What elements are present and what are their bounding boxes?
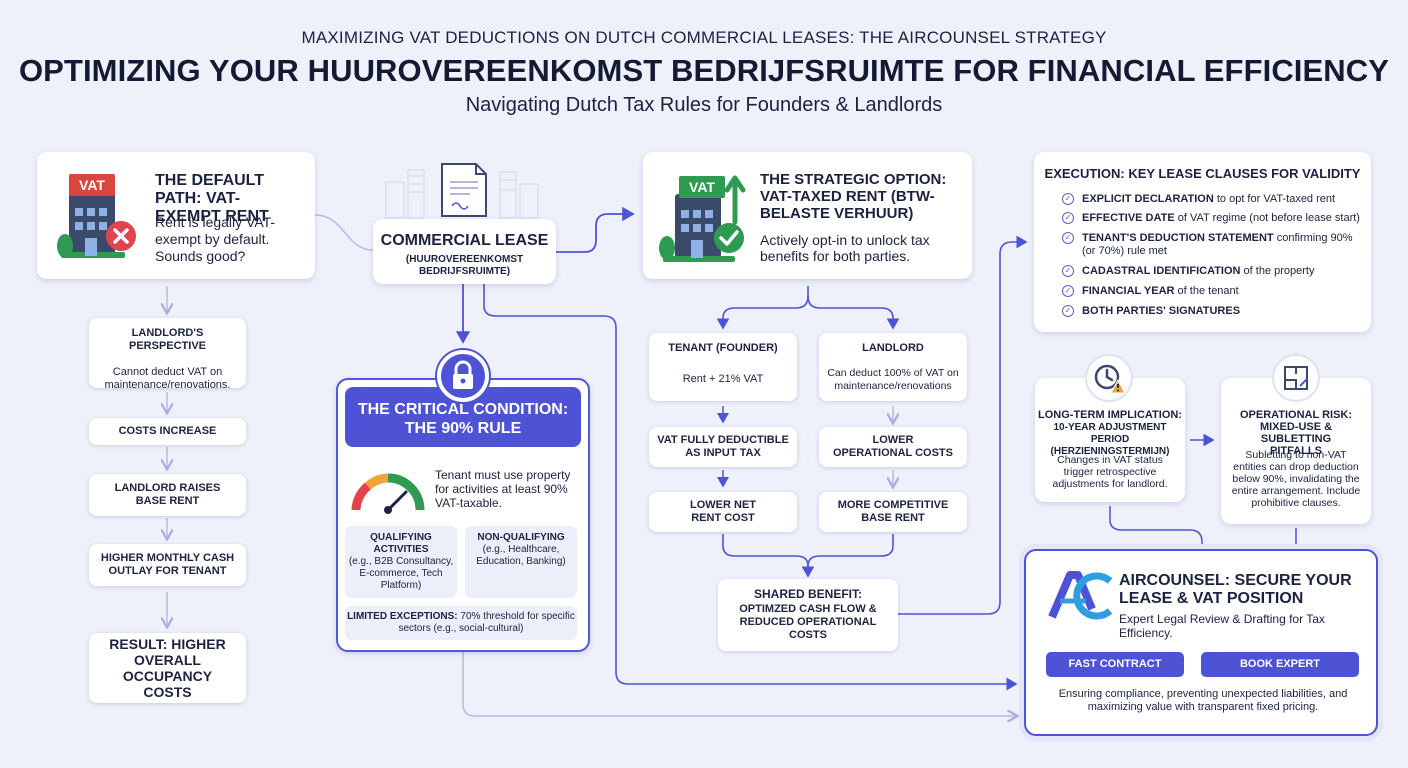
check-circle-icon: ✓	[1062, 212, 1074, 224]
strategic-option-description: Actively opt-in to unlock tax benefits f…	[760, 232, 930, 264]
page-subtitle: Navigating Dutch Tax Rules for Founders …	[465, 94, 943, 116]
commercial-lease-card: COMMERCIAL LEASE (HUUROVEREENKOMST BEDRI…	[373, 219, 556, 284]
aircounsel-card: AIRCOUNSEL: SECURE YOUR LEASE & VAT POSI…	[1024, 549, 1378, 736]
operational-risk-card: OPERATIONAL RISK: MIXED-USE & SUBLETTING…	[1221, 378, 1371, 524]
exceptions-label: LIMITED EXCEPTIONS:	[347, 611, 458, 622]
landlord-raises-rent-box: LANDLORD RAISES BASE RENT	[89, 474, 246, 516]
critical-condition-title: THE CRITICAL CONDITION: THE 90% RULE	[345, 387, 581, 447]
commercial-lease-title: COMMERCIAL LEASE	[380, 232, 549, 249]
higher-cash-outlay-label: HIGHER MONTHLY CASH OUTLAY FOR TENANT	[100, 552, 235, 577]
tenant-box: TENANT (FOUNDER) Rent + 21% VAT	[649, 333, 797, 401]
costs-increase-label: COSTS INCREASE	[118, 425, 217, 437]
tenant-text: Rent + 21% VAT	[682, 373, 764, 385]
check-circle-icon: ✓	[1062, 265, 1074, 277]
strategic-option-card: VAT THE STRATEGIC OPTION: VAT-TAXED RENT…	[643, 152, 972, 279]
competitive-base-rent-label: MORE COMPETITIVE BASE RENT	[837, 499, 949, 524]
default-path-description: Rent is legally VAT-exempt by default. S…	[155, 214, 276, 264]
default-path-title: THE DEFAULT PATH: VAT-EXEMPT RENT	[155, 172, 269, 225]
higher-cash-outlay-box: HIGHER MONTHLY CASH OUTLAY FOR TENANT	[89, 544, 246, 586]
non-qualifying-label: NON-QUALIFYING	[477, 532, 565, 543]
tenant-title: TENANT (FOUNDER)	[668, 342, 778, 354]
strategic-option-title: THE STRATEGIC OPTION: VAT-TAXED RENT (BT…	[760, 171, 947, 222]
costs-increase-box: COSTS INCREASE	[89, 418, 246, 445]
landlord-box: LANDLORD Can deduct 100% of VAT on maint…	[819, 333, 967, 401]
aircounsel-logo	[1048, 571, 1113, 620]
default-path-card: VAT THE DEFAULT PATH: VAT-EXEMPT RENT Re…	[37, 152, 315, 279]
lower-operational-costs-box: LOWER OPERATIONAL COSTS	[819, 427, 967, 467]
lower-net-rent-label: LOWER NET RENT COST	[690, 499, 756, 524]
implication-subtitle: 10-YEAR ADJUSTMENT PERIOD (HERZIENINGSTE…	[1050, 422, 1170, 457]
gauge-icon	[351, 473, 425, 514]
critical-condition-card: THE CRITICAL CONDITION: THE 90% RULE Ten…	[336, 378, 590, 652]
clock-warning-icon	[1085, 354, 1133, 402]
implication-title: LONG-TERM IMPLICATION:	[1038, 409, 1182, 421]
result-label: RESULT: HIGHER OVERALL OCCUPANCY COSTS	[109, 636, 226, 700]
check-circle-icon: ✓	[1062, 285, 1074, 297]
risk-text: Subletting to non-VAT entities can drop …	[1231, 449, 1361, 509]
competitive-base-rent-box: MORE COMPETITIVE BASE RENT	[819, 492, 967, 532]
lower-operational-costs-label: LOWER OPERATIONAL COSTS	[833, 434, 953, 459]
execution-title: EXECUTION: KEY LEASE CLAUSES FOR VALIDIT…	[1044, 166, 1361, 181]
vat-badge-green: VAT	[679, 176, 725, 198]
landlord-title: LANDLORD	[862, 342, 924, 354]
check-circle-icon: ✓	[1062, 305, 1074, 317]
execution-clauses-card: EXECUTION: KEY LEASE CLAUSES FOR VALIDIT…	[1034, 152, 1371, 332]
book-consultation-button[interactable]: BOOK EXPERT CONSULTATION	[1201, 652, 1359, 695]
aircounsel-description: Expert Legal Review & Drafting for Tax E…	[1119, 612, 1325, 640]
check-circle-icon: ✓	[1062, 193, 1074, 205]
exceptions-text: 70% threshold for specific sectors (e.g.…	[398, 611, 575, 634]
non-qualifying-box: NON-QUALIFYING (e.g., Healthcare, Educat…	[465, 526, 577, 598]
building-x-icon	[57, 192, 136, 258]
vat-deductible-box: VAT FULLY DEDUCTIBLE AS INPUT TAX	[649, 427, 797, 467]
vat-deductible-label: VAT FULLY DEDUCTIBLE AS INPUT TAX	[657, 434, 789, 459]
landlord-perspective-box: LANDLORD'S PERSPECTIVE Cannot deduct VAT…	[89, 318, 246, 391]
aircounsel-footer: Ensuring compliance, preventing unexpect…	[1058, 688, 1348, 713]
page-title: OPTIMIZING YOUR HUUROVEREENKOMST BEDRIJF…	[18, 53, 1390, 88]
landlord-perspective-title: LANDLORD'S PERSPECTIVE	[128, 327, 207, 352]
landlord-text: Can deduct 100% of VAT on maintenance/re…	[827, 367, 959, 392]
vat-badge: VAT	[69, 174, 115, 196]
landlord-raises-rent-label: LANDLORD RAISES BASE RENT	[114, 482, 221, 507]
header-kicker: MAXIMIZING VAT DEDUCTIONS ON DUTCH COMME…	[301, 28, 1107, 47]
check-circle-icon: ✓	[1062, 232, 1074, 244]
qualifying-box: QUALIFYING ACTIVITIES (e.g., B2B Consult…	[345, 526, 457, 598]
lower-net-rent-box: LOWER NET RENT COST	[649, 492, 797, 532]
risk-title: OPERATIONAL RISK: MIXED-USE & SUBLETTING…	[1239, 409, 1353, 457]
exceptions-box: LIMITED EXCEPTIONS: 70% threshold for sp…	[345, 606, 577, 640]
commercial-lease-subtitle: (HUUROVEREENKOMST BEDRIJFSRUIMTE)	[405, 254, 524, 277]
shared-benefit-text: OPTIMZED CASH FLOW & REDUCED OPERATIONAL…	[739, 603, 877, 641]
blueprint-icon	[1272, 354, 1320, 402]
shared-benefit-box: SHARED BENEFIT: OPTIMZED CASH FLOW & RED…	[718, 579, 898, 651]
lock-icon	[437, 350, 489, 402]
shared-benefit-title: SHARED BENEFIT:	[753, 587, 862, 601]
qualifying-label: QUALIFYING ACTIVITIES	[370, 532, 432, 555]
critical-condition-text: Tenant must use property for activities …	[435, 468, 571, 510]
aircounsel-title: AIRCOUNSEL: SECURE YOUR LEASE & VAT POSI…	[1119, 572, 1352, 607]
implication-text: Changes in VAT status trigger retrospect…	[1052, 454, 1168, 490]
landlord-perspective-text: Cannot deduct VAT on maintenance/renovat…	[104, 366, 231, 391]
qualifying-examples: (e.g., B2B Consultancy, E-commerce, Tech…	[348, 556, 454, 591]
non-qualifying-examples: (e.g., Healthcare, Education, Banking)	[476, 544, 566, 567]
document-icon	[385, 163, 539, 219]
result-box: RESULT: HIGHER OVERALL OCCUPANCY COSTS	[89, 633, 246, 703]
building-check-icon	[659, 175, 746, 262]
fast-contract-review-button[interactable]: FAST CONTRACT REVIEW	[1046, 652, 1184, 695]
